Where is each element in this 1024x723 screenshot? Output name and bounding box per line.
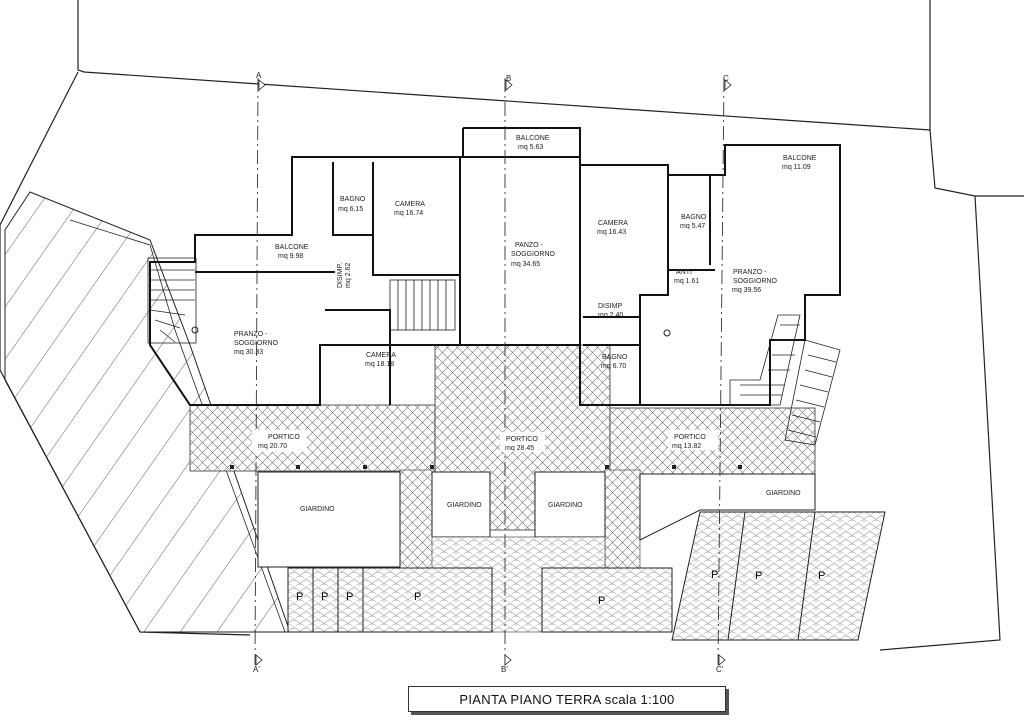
column-marker-left <box>191 326 199 334</box>
garden-1-label: GIARDINO <box>300 506 335 513</box>
parking-labels: P P P P P P P P <box>296 569 825 607</box>
room-anti-name: ANTI <box>676 269 692 276</box>
gardens <box>257 471 816 568</box>
parking-right <box>671 511 886 641</box>
portico-3-area: mq 13.82 <box>672 443 701 450</box>
site-boundary <box>0 0 1024 651</box>
garden-3-label: GIARDINO <box>548 502 583 509</box>
room-bagno-3-area: mq 6.70 <box>601 363 626 370</box>
room-balcone-1-area: mq 9.98 <box>278 253 303 260</box>
room-camera-3-name: CAMERA <box>598 220 628 227</box>
parking-middle <box>541 567 673 633</box>
parking-p-4: P <box>414 591 421 603</box>
portico-2-area: mq 28.45 <box>505 445 534 452</box>
room-panzo-2-name2: SOGGIORNO <box>511 251 556 258</box>
room-bagno-2-name: BAGNO <box>681 214 707 221</box>
room-camera-2-area: mq 18.18 <box>365 361 394 368</box>
room-labels: BALCONE mq 9.98 BAGNO mq 6.15 CAMERA mq … <box>234 135 817 370</box>
axis-a-bottom: A' <box>253 665 260 674</box>
room-disimp-1-area: mq 2.62 <box>345 263 352 288</box>
room-bagno-1-area: mq 6.15 <box>338 206 363 213</box>
portico-3-name: PORTICO <box>674 434 706 441</box>
room-pranzo-3-area: mq 39.56 <box>732 287 761 294</box>
portico-1-name: PORTICO <box>268 434 300 441</box>
room-panzo-2-area: mq 34.65 <box>511 261 540 268</box>
parking-p-1: P <box>296 591 303 603</box>
portico-labels: PORTICO mq 20.70 PORTICO mq 28.45 PORTIC… <box>252 430 718 452</box>
parking-p-2: P <box>321 591 328 603</box>
axis-b-bottom: B' <box>501 665 508 674</box>
section-lines <box>254 77 725 666</box>
room-disimp-2-area: mq 2.40 <box>598 312 623 319</box>
room-panzo-2-name: PANZO - <box>515 242 544 249</box>
access-ramp <box>4 191 291 633</box>
portico-2-name: PORTICO <box>506 436 538 443</box>
building-walls <box>149 127 841 406</box>
walkway-right <box>604 469 641 571</box>
room-bagno-1-name: BAGNO <box>340 196 366 203</box>
drawing-title: PIANTA PIANO TERRA scala 1:100 <box>459 691 675 707</box>
parking-p-3: P <box>346 591 353 603</box>
portico-1-area: mq 20.70 <box>258 443 287 450</box>
room-balcone-3-area: mq 11.09 <box>782 164 811 171</box>
room-pranzo-1-name2: SOGGIORNO <box>234 340 279 347</box>
room-balcone-2-name: BALCONE <box>516 135 550 142</box>
room-balcone-3-name: BALCONE <box>783 155 817 162</box>
room-anti-area: mq 1.61 <box>674 278 699 285</box>
room-pranzo-3-name2: SOGGIORNO <box>733 278 778 285</box>
column-marker-right <box>663 329 671 337</box>
portico-left-paving <box>189 404 436 472</box>
room-balcone-2-area: mq 5.63 <box>518 144 543 151</box>
parking-p-8: P <box>818 570 825 582</box>
room-bagno-3-name: BAGNO <box>602 354 628 361</box>
parking-left <box>287 567 493 633</box>
garden-4-label: GIARDINO <box>766 490 801 497</box>
parking-p-7: P <box>755 570 762 582</box>
parking-p-5: P <box>598 595 605 607</box>
axis-a-top: A <box>256 71 262 80</box>
room-disimp-2-name: DISIMP <box>598 303 622 310</box>
section-markers <box>255 79 732 666</box>
axis-c-bottom: C' <box>716 665 724 674</box>
axis-b-top: B <box>506 74 511 83</box>
room-camera-1-area: mq 16.74 <box>394 210 423 217</box>
room-camera-1-name: CAMERA <box>395 201 425 208</box>
walkway-left <box>399 469 436 571</box>
garden-2-label: GIARDINO <box>447 502 482 509</box>
parking-p-6: P <box>711 569 718 581</box>
drawing-title-box: PIANTA PIANO TERRA scala 1:100 <box>408 686 726 712</box>
room-pranzo-1-area: mq 30.33 <box>234 349 263 356</box>
portico-pillars <box>230 465 742 469</box>
stairs <box>147 257 841 446</box>
room-camera-3-area: mq 16.43 <box>597 229 626 236</box>
room-camera-2-name: CAMERA <box>366 352 396 359</box>
room-disimp-1-name: DISIMP. <box>337 263 344 288</box>
room-pranzo-3-name: PRANZO - <box>733 269 767 276</box>
room-balcone-1-name: BALCONE <box>275 244 309 251</box>
room-bagno-2-area: mq 5.47 <box>680 223 705 230</box>
room-pranzo-1-name: PRANZO - <box>234 331 268 338</box>
axis-c-top: C <box>723 74 729 83</box>
